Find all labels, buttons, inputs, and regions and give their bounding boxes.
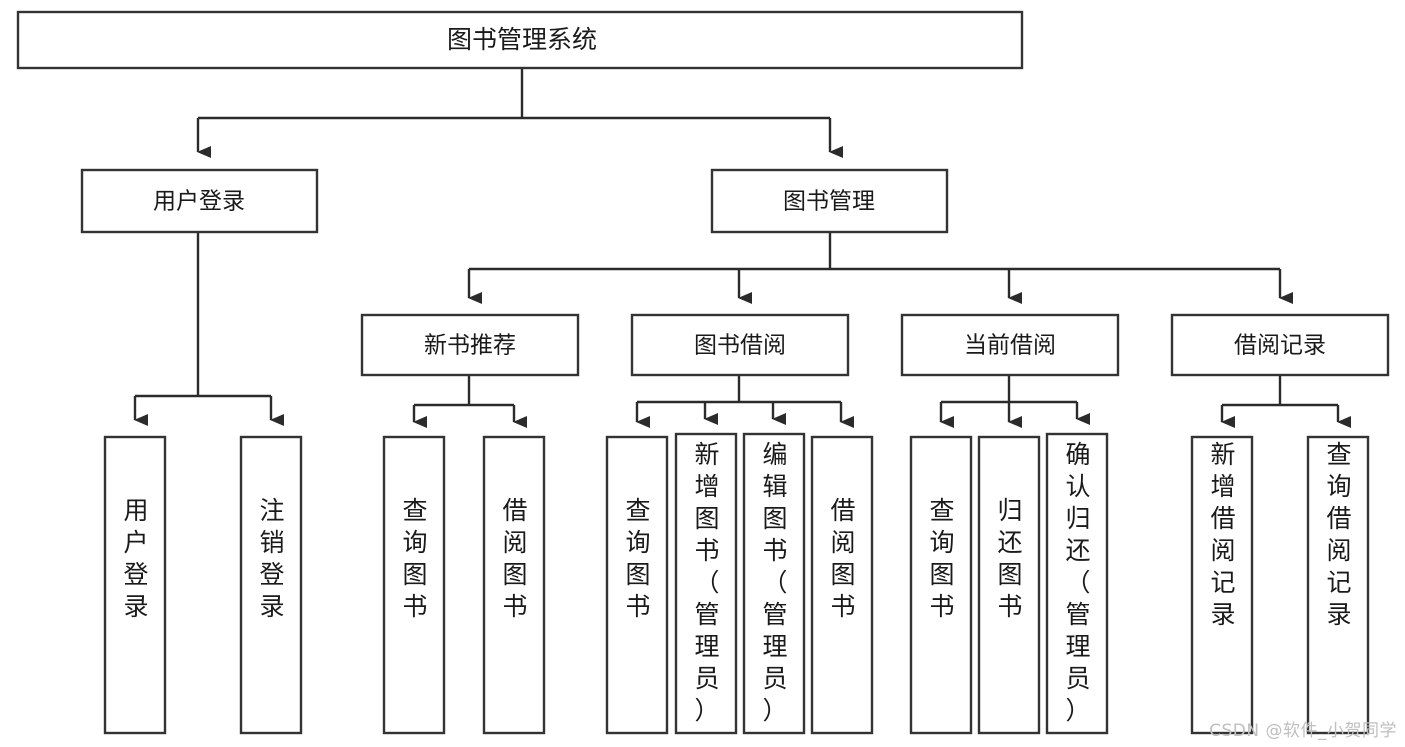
- node-leaf-user-logout-box[interactable]: [239, 435, 303, 735]
- node-leaf-add-record-box[interactable]: [1190, 435, 1254, 735]
- node-leaf-query-record[interactable]: 查询借阅记录: [1306, 435, 1370, 735]
- node-new-book-rec-box[interactable]: [360, 313, 580, 377]
- node-leaf-return-book-label: 归还图书: [997, 496, 1022, 621]
- node-leaf-query-book-2-box[interactable]: [605, 435, 669, 735]
- connector-group-book-borrow: [635, 375, 854, 428]
- node-leaf-query-record-box[interactable]: [1306, 435, 1370, 735]
- node-book-borrow[interactable]: 图书借阅: [630, 313, 850, 377]
- connector-group-new-book-rec: [412, 375, 527, 428]
- node-book-manage-box[interactable]: [710, 168, 949, 234]
- node-leaf-add-book[interactable]: 新增图书（管理员）: [674, 432, 738, 735]
- node-new-book-rec-label: 新书推荐: [424, 333, 516, 359]
- node-leaf-query-record-label: 查询借阅记录: [1326, 440, 1351, 629]
- node-leaf-add-record[interactable]: 新增借阅记录: [1190, 435, 1254, 735]
- node-leaf-query-book-3-label: 查询图书: [929, 496, 954, 621]
- node-leaf-borrow-book-2-box[interactable]: [810, 435, 874, 735]
- node-leaf-add-book-label: 新增图书（管理员）: [694, 440, 719, 725]
- connector-group-root: [196, 68, 843, 158]
- node-leaf-confirm-return-label: 确认归还（管理员）: [1065, 440, 1090, 725]
- connector-group-borrow-record: [1220, 375, 1351, 428]
- node-leaf-confirm-return[interactable]: 确认归还（管理员）: [1045, 432, 1109, 735]
- node-leaf-query-book-1-label: 查询图书: [402, 496, 427, 621]
- node-leaf-user-login-label: 用户登录: [123, 496, 148, 621]
- node-leaf-return-book-box[interactable]: [977, 435, 1041, 735]
- node-leaf-edit-book-box[interactable]: [742, 432, 806, 735]
- node-leaf-add-record-label: 新增借阅记录: [1210, 440, 1235, 629]
- node-root[interactable]: 图书管理系统: [16, 10, 1024, 70]
- node-book-borrow-box[interactable]: [630, 313, 850, 377]
- node-leaf-user-login[interactable]: 用户登录: [103, 435, 167, 735]
- node-borrow-record[interactable]: 借阅记录: [1170, 313, 1390, 377]
- csdn-watermark: CSDN @软件_小贺同学: [1209, 721, 1397, 741]
- node-borrow-record-label: 借阅记录: [1234, 333, 1326, 359]
- node-leaf-return-book[interactable]: 归还图书: [977, 435, 1041, 735]
- node-book-borrow-label: 图书借阅: [694, 333, 786, 359]
- node-user-login-label: 用户登录: [153, 189, 245, 215]
- node-leaf-borrow-book-2[interactable]: 借阅图书: [810, 435, 874, 735]
- node-leaf-query-book-2-label: 查询图书: [625, 496, 650, 621]
- node-leaf-edit-book[interactable]: 编辑图书（管理员）: [742, 432, 806, 735]
- node-leaf-query-book-1-box[interactable]: [382, 435, 446, 735]
- node-leaf-borrow-book-1-label: 借阅图书: [502, 496, 527, 621]
- node-root-label: 图书管理系统: [447, 25, 597, 54]
- node-leaf-borrow-book-2-label: 借阅图书: [830, 496, 855, 621]
- node-leaf-user-logout-label: 注销登录: [259, 496, 284, 621]
- node-leaf-user-login-box[interactable]: [103, 435, 167, 735]
- node-leaf-borrow-book-1-box[interactable]: [482, 435, 546, 735]
- node-current-borrow[interactable]: 当前借阅: [900, 313, 1120, 377]
- node-leaf-query-book-2[interactable]: 查询图书: [605, 435, 669, 735]
- connector-group-book-manage: [467, 232, 1293, 304]
- node-current-borrow-box[interactable]: [900, 313, 1120, 377]
- node-book-manage-label: 图书管理: [783, 189, 875, 215]
- node-leaf-query-book-1[interactable]: 查询图书: [382, 435, 446, 735]
- node-root-box[interactable]: [16, 10, 1024, 70]
- node-leaf-borrow-book-1[interactable]: 借阅图书: [482, 435, 546, 735]
- node-leaf-add-book-box[interactable]: [674, 432, 738, 735]
- node-leaf-edit-book-label: 编辑图书（管理员）: [762, 440, 787, 725]
- connector-group-current-borrow: [939, 375, 1090, 428]
- node-leaf-confirm-return-box[interactable]: [1045, 432, 1109, 735]
- node-new-book-rec[interactable]: 新书推荐: [360, 313, 580, 377]
- node-user-login[interactable]: 用户登录: [80, 168, 319, 234]
- node-current-borrow-label: 当前借阅: [964, 333, 1056, 359]
- node-leaf-query-book-3[interactable]: 查询图书: [909, 435, 973, 735]
- connector-group-user-login: [133, 232, 284, 426]
- node-leaf-query-book-3-box[interactable]: [909, 435, 973, 735]
- node-leaf-user-logout[interactable]: 注销登录: [239, 435, 303, 735]
- node-borrow-record-box[interactable]: [1170, 313, 1390, 377]
- node-book-manage[interactable]: 图书管理: [710, 168, 949, 234]
- node-user-login-box[interactable]: [80, 168, 319, 234]
